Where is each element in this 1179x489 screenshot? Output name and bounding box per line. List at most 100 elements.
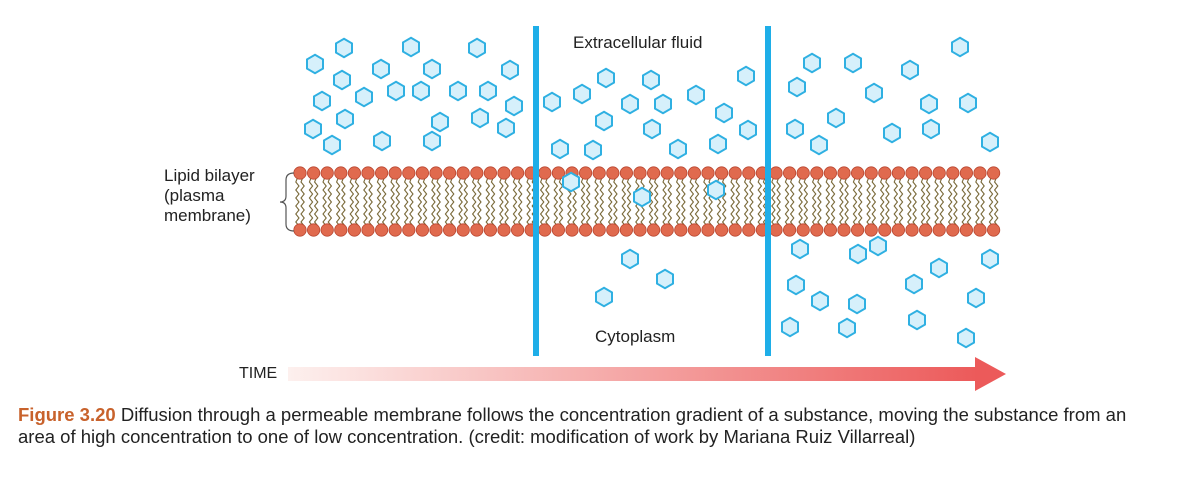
solute-molecule bbox=[573, 83, 591, 105]
phospholipid-pair bbox=[320, 166, 334, 237]
phospholipid-pair bbox=[456, 166, 470, 237]
solute-molecule bbox=[471, 107, 489, 129]
solute-molecule bbox=[423, 130, 441, 152]
solute-molecule bbox=[787, 274, 805, 296]
solute-molecule bbox=[707, 179, 725, 201]
solute-molecule bbox=[883, 122, 901, 144]
solute-molecule bbox=[849, 243, 867, 265]
solute-molecule bbox=[449, 80, 467, 102]
solute-molecule bbox=[654, 93, 672, 115]
phospholipid-pair bbox=[388, 166, 402, 237]
solute-molecule bbox=[844, 52, 862, 74]
solute-molecule bbox=[922, 118, 940, 140]
solute-molecule bbox=[372, 58, 390, 80]
figure-number: Figure 3.20 bbox=[18, 404, 116, 425]
phospholipid-pair bbox=[782, 166, 797, 237]
solute-molecule bbox=[597, 67, 615, 89]
solute-molecule bbox=[930, 257, 948, 279]
phospholipid-pair bbox=[959, 166, 974, 237]
phospholipid-pair bbox=[864, 166, 878, 237]
divider-line-2 bbox=[765, 26, 771, 356]
phospholipid-pair bbox=[606, 166, 620, 237]
time-arrow-shaft bbox=[288, 367, 978, 381]
solute-molecule bbox=[803, 52, 821, 74]
phospholipid-pair bbox=[592, 166, 606, 237]
solute-molecule bbox=[739, 119, 757, 141]
diffusion-diagram bbox=[279, 26, 1006, 391]
phospholipid-pair bbox=[905, 166, 919, 237]
phospholipid-pair bbox=[429, 166, 443, 237]
solute-molecule bbox=[781, 316, 799, 338]
phospholipid-pair bbox=[619, 166, 634, 237]
phospholipid-pair bbox=[442, 166, 457, 237]
solute-molecule bbox=[643, 118, 661, 140]
solute-molecule bbox=[981, 248, 999, 270]
solute-molecule bbox=[333, 69, 351, 91]
phospholipid-pair bbox=[932, 166, 946, 237]
solute-molecule bbox=[788, 76, 806, 98]
solute-molecule bbox=[595, 286, 613, 308]
phospholipid-pair bbox=[714, 166, 729, 237]
solute-molecule bbox=[967, 287, 985, 309]
solute-molecule bbox=[387, 80, 405, 102]
phospholipid-pair bbox=[823, 166, 838, 237]
solute-molecule bbox=[595, 110, 613, 132]
phospholipid-pair bbox=[878, 166, 892, 237]
molecules-layer bbox=[304, 36, 999, 349]
phospholipid-pair bbox=[415, 166, 429, 237]
solute-molecule bbox=[543, 91, 561, 113]
solute-molecule bbox=[869, 235, 887, 257]
phospholipid-pair bbox=[850, 166, 865, 237]
solute-molecule bbox=[908, 309, 926, 331]
solute-molecule bbox=[423, 58, 441, 80]
solute-molecule bbox=[981, 131, 999, 153]
phospholipid-pair bbox=[674, 166, 688, 237]
phospholipid-pair bbox=[986, 166, 1001, 237]
solute-molecule bbox=[957, 327, 975, 349]
lipid-bilayer-label: Lipid bilayer (plasma membrane) bbox=[164, 166, 255, 225]
phospholipid-pair bbox=[946, 166, 960, 237]
bilayer-brace bbox=[279, 172, 295, 232]
solute-molecule bbox=[687, 84, 705, 106]
solute-molecule bbox=[562, 171, 580, 193]
phospholipid-pair bbox=[728, 166, 742, 237]
solute-molecule bbox=[323, 134, 341, 156]
time-arrow-head bbox=[975, 357, 1006, 391]
solute-molecule bbox=[501, 59, 519, 81]
time-label: TIME bbox=[239, 365, 278, 382]
solute-molecule bbox=[709, 133, 727, 155]
phospholipid-pair bbox=[701, 166, 715, 237]
solute-molecule bbox=[905, 273, 923, 295]
extracellular-fluid-label: Extracellular fluid bbox=[573, 33, 703, 52]
phospholipid-pair bbox=[293, 166, 307, 237]
phospholipid-pair bbox=[769, 166, 783, 237]
solute-molecule bbox=[669, 138, 687, 160]
phospholipid-pair bbox=[578, 166, 593, 237]
divider-line-1 bbox=[533, 26, 539, 356]
phospholipid-pair bbox=[660, 166, 674, 237]
phospholipid-pair bbox=[810, 166, 824, 237]
figure-caption: Figure 3.20 Diffusion through a permeabl… bbox=[18, 404, 1163, 448]
phospholipid-pair bbox=[538, 166, 552, 237]
phospholipid-pair bbox=[374, 166, 389, 237]
solute-molecule bbox=[355, 86, 373, 108]
phospholipid-pair bbox=[796, 166, 810, 237]
solute-molecule bbox=[810, 134, 828, 156]
solute-molecule bbox=[479, 80, 497, 102]
cytoplasm-label: Cytoplasm bbox=[595, 327, 676, 346]
solute-molecule bbox=[468, 37, 486, 59]
phospholipid-pair bbox=[633, 166, 647, 237]
phospholipid-pair bbox=[837, 166, 851, 237]
time-dividers bbox=[533, 26, 771, 356]
phospholipid-pair bbox=[361, 166, 375, 237]
solute-molecule bbox=[865, 82, 883, 104]
phospholipid-pair bbox=[483, 166, 497, 237]
phospholipid-pair bbox=[497, 166, 511, 237]
solute-molecule bbox=[336, 108, 354, 130]
solute-molecule bbox=[505, 95, 523, 117]
phospholipid-pair bbox=[334, 166, 348, 237]
phospholipid-pair bbox=[470, 166, 484, 237]
phospholipid-pair bbox=[973, 166, 987, 237]
solute-molecule bbox=[791, 238, 809, 260]
solute-molecule bbox=[306, 53, 324, 75]
